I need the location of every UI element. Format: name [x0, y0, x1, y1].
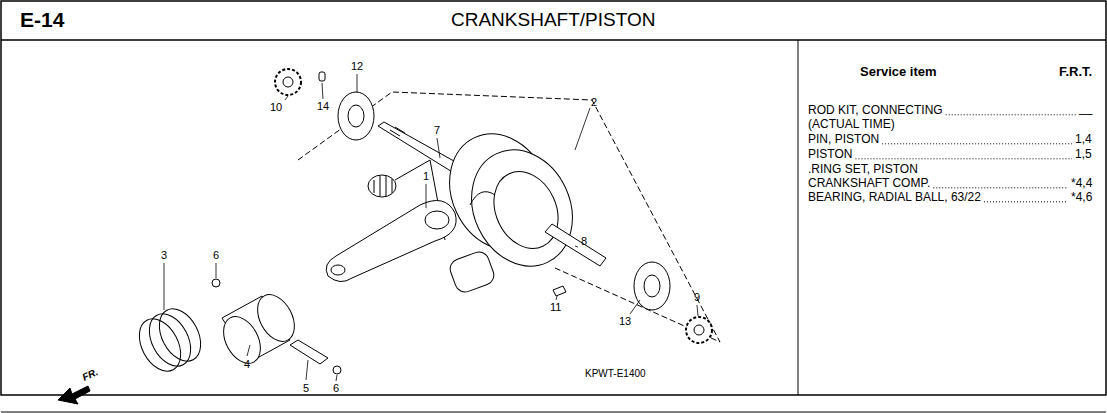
- dot-leader: [855, 158, 1072, 159]
- dot-leader: [933, 187, 1068, 188]
- callout-number: 12: [351, 60, 363, 73]
- bottom-rule: [1, 412, 1106, 413]
- service-item: PIN, PISTON: [808, 133, 879, 147]
- dowel-pin: [319, 72, 325, 81]
- header-rule: [1, 39, 1106, 41]
- connecting-rod: [326, 201, 456, 282]
- callout-number: 10: [270, 101, 282, 114]
- callout-number: 9: [694, 291, 700, 304]
- panel-rule: [798, 40, 799, 395]
- service-item: BEARING, RADIAL BALL, 63/22: [808, 191, 981, 205]
- sprocket: [275, 69, 301, 95]
- group-bracket: [298, 92, 720, 342]
- piston-ring: [151, 302, 209, 368]
- service-item: ROD KIT, CONNECTING: [808, 104, 943, 118]
- key: [553, 286, 566, 296]
- frt-value: *4,6: [1071, 191, 1092, 205]
- clip: [333, 366, 341, 374]
- needle-bearing: [368, 175, 396, 197]
- ball-bearing: [338, 92, 374, 140]
- frame: [1, 1, 1106, 395]
- crank-pin: [447, 249, 496, 295]
- callout-number: 14: [317, 100, 329, 113]
- leader-lines: [164, 74, 698, 381]
- callout-number: 6: [333, 382, 339, 395]
- callout-number: 2: [591, 96, 597, 109]
- dot-leader: [946, 114, 1076, 115]
- callout-number: 6: [213, 249, 219, 262]
- service-item: CRANKSHAFT COMP.: [808, 177, 930, 191]
- frt-value: __: [1079, 102, 1092, 116]
- page-title: CRANKSHAFT/PISTON: [451, 9, 655, 31]
- service-note: (ACTUAL TIME): [808, 118, 895, 132]
- piston-ring: [141, 307, 199, 373]
- frt-value: *4,4: [1071, 177, 1092, 191]
- frt-value: 1,4: [1075, 133, 1092, 147]
- clip: [212, 279, 220, 287]
- service-item: .RING SET, PISTON: [808, 163, 918, 177]
- parts: [58, 69, 720, 404]
- callout-number: 7: [434, 124, 440, 137]
- dot-leader: [882, 143, 1072, 144]
- front-arrow: [58, 386, 90, 404]
- callout-number: 11: [550, 301, 561, 314]
- front-label: FR.: [80, 366, 99, 383]
- ball-bearing: [634, 262, 670, 310]
- callout-number: 3: [161, 249, 167, 262]
- crankshaft-shaft: [545, 224, 606, 266]
- callout-number: 8: [581, 235, 587, 248]
- callout-number: 5: [303, 382, 309, 395]
- callout-number: 13: [619, 315, 631, 328]
- table-header: F.R.T.: [1059, 65, 1092, 80]
- frt-value: 1,5: [1075, 148, 1092, 162]
- piston-pin: [290, 340, 328, 364]
- callout-number: 1: [423, 170, 429, 183]
- table-header: Service item: [860, 65, 937, 80]
- dot-leader: [984, 201, 1068, 202]
- section-code: E-14: [20, 8, 64, 32]
- sprocket: [686, 317, 712, 343]
- callout-number: 4: [244, 358, 250, 371]
- service-item: PISTON: [808, 148, 852, 162]
- drawing-code: KPWT-E1400: [585, 368, 646, 380]
